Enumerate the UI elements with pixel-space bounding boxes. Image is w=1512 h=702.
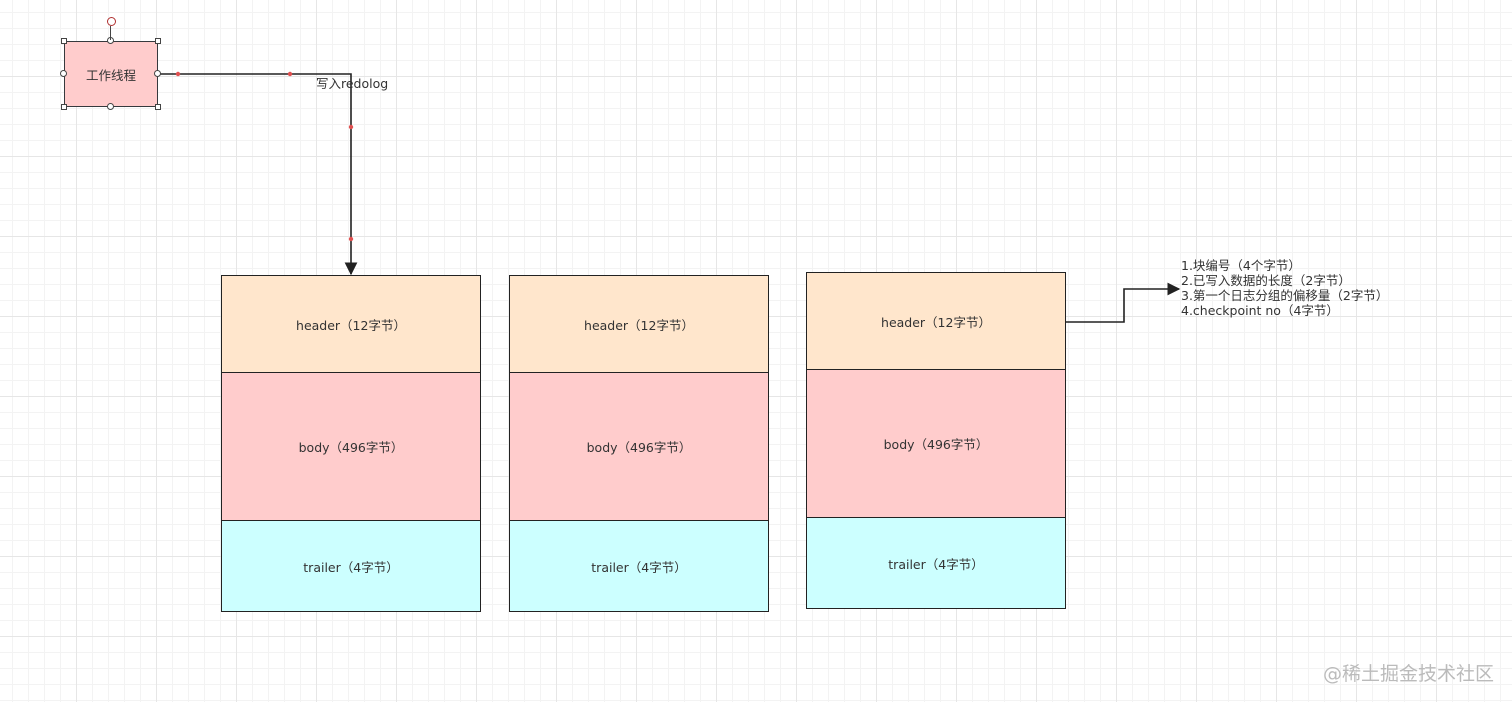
rotate-handle[interactable] [107,17,116,26]
block-header-section[interactable]: header（12字节） [807,273,1065,369]
block-trailer-section[interactable]: trailer（4字节） [807,518,1065,608]
resize-handle-top-right[interactable] [155,38,161,44]
worker-thread-node[interactable]: 工作线程 [64,41,158,107]
block-body-label: body（496字节） [586,440,692,455]
header-field-item: 2.已写入数据的长度（2字节） [1181,273,1351,288]
edge-waypoint[interactable] [175,71,181,77]
write-redolog-label[interactable]: 写入redolog [316,76,389,91]
header-field-item: 3.第一个日志分组的偏移量（2字节） [1181,288,1389,303]
block-body-section[interactable]: body（496字节） [222,372,480,521]
edge-waypoint[interactable] [348,236,354,242]
header-field-item: 4.checkpoint no（4字节） [1181,303,1339,318]
edge-waypoint[interactable] [287,71,293,77]
block-trailer-section[interactable]: trailer（4字节） [510,521,768,611]
rotate-handle-stem [110,26,111,40]
block-body-label: body（496字节） [883,437,989,452]
header-fields-note[interactable]: 1.块编号（4个字节） 2.已写入数据的长度（2字节） 3.第一个日志分组的偏移… [1181,258,1388,318]
resize-handle-top-left[interactable] [61,38,67,44]
block-header-label: header（12字节） [584,317,694,333]
block-trailer-label: trailer（4字节） [591,559,687,575]
write-redolog-edge[interactable] [158,73,358,276]
redo-log-block[interactable]: header（12字节） body（496字节） trailer（4字节） [221,275,481,612]
connect-handle-bottom[interactable] [107,103,114,110]
worker-thread-label: 工作线程 [85,67,136,83]
resize-handle-bottom-left[interactable] [61,104,67,110]
redo-log-block[interactable]: header（12字节） body（496字节） trailer（4字节） [806,272,1066,609]
block-body-section[interactable]: body（496字节） [807,369,1065,518]
header-field-item: 1.块编号（4个字节） [1181,258,1301,273]
header-detail-edge[interactable] [1066,282,1181,323]
block-body-label: body（496字节） [298,440,404,455]
block-header-section[interactable]: header（12字节） [222,276,480,372]
block-header-label: header（12字节） [296,317,406,333]
block-trailer-section[interactable]: trailer（4字节） [222,521,480,611]
edge-waypoint[interactable] [348,124,354,130]
watermark: @稀土掘金技术社区 [1322,663,1494,685]
resize-handle-bottom-right[interactable] [155,104,161,110]
block-trailer-label: trailer（4字节） [303,559,399,575]
block-header-label: header（12字节） [881,314,991,330]
redo-log-block[interactable]: header（12字节） body（496字节） trailer（4字节） [509,275,769,612]
block-body-section[interactable]: body（496字节） [510,372,768,521]
connect-handle-left[interactable] [60,70,67,77]
block-header-section[interactable]: header（12字节） [510,276,768,372]
block-trailer-label: trailer（4字节） [888,556,984,572]
connect-handle-right[interactable] [154,70,161,77]
